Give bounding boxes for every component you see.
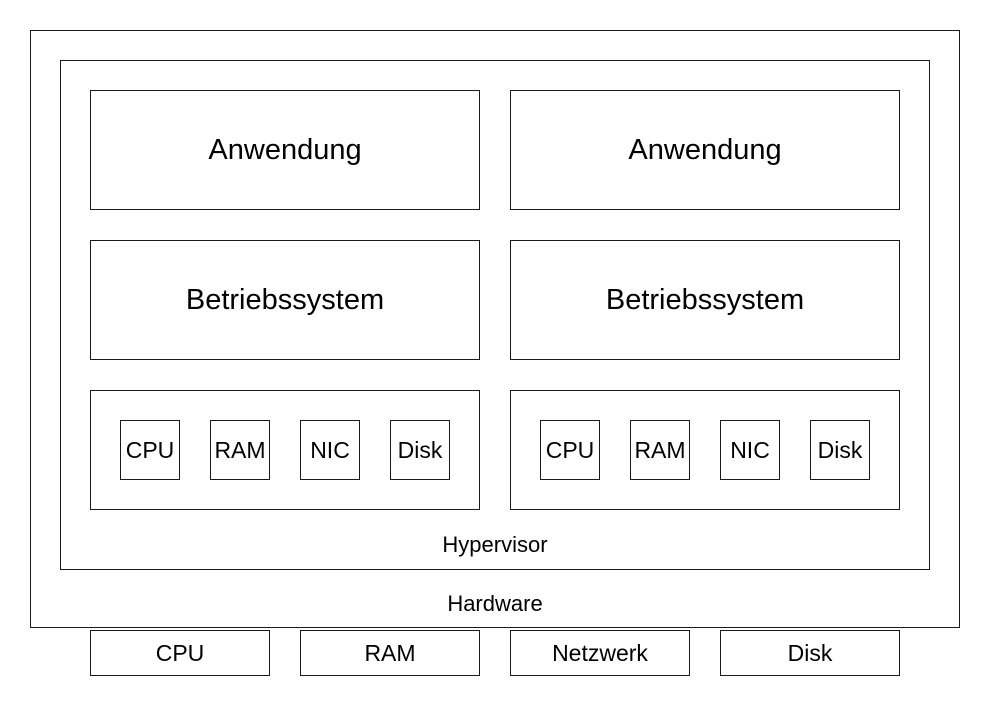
physical-ram-box: RAM: [300, 630, 480, 676]
vm2-vdisk-box: Disk: [810, 420, 870, 480]
vm2-os-box: Betriebssystem: [510, 240, 900, 360]
vm1-vnic-box: NIC: [300, 420, 360, 480]
hardware-label: Hardware: [447, 591, 543, 616]
vm1-application-box: Anwendung: [90, 90, 480, 210]
vm1-vcpu-box: CPU: [120, 420, 180, 480]
vm1-os-box: Betriebssystem: [90, 240, 480, 360]
physical-cpu-box: CPU: [90, 630, 270, 676]
physical-network-box: Netzwerk: [510, 630, 690, 676]
vm1-vram-box: RAM: [210, 420, 270, 480]
hypervisor-label: Hypervisor: [442, 532, 548, 557]
vm1-vdisk-box: Disk: [390, 420, 450, 480]
vm2-vram-box: RAM: [630, 420, 690, 480]
vm2-vnic-box: NIC: [720, 420, 780, 480]
vm2-application-box: Anwendung: [510, 90, 900, 210]
vm2-vcpu-box: CPU: [540, 420, 600, 480]
physical-disk-box: Disk: [720, 630, 900, 676]
